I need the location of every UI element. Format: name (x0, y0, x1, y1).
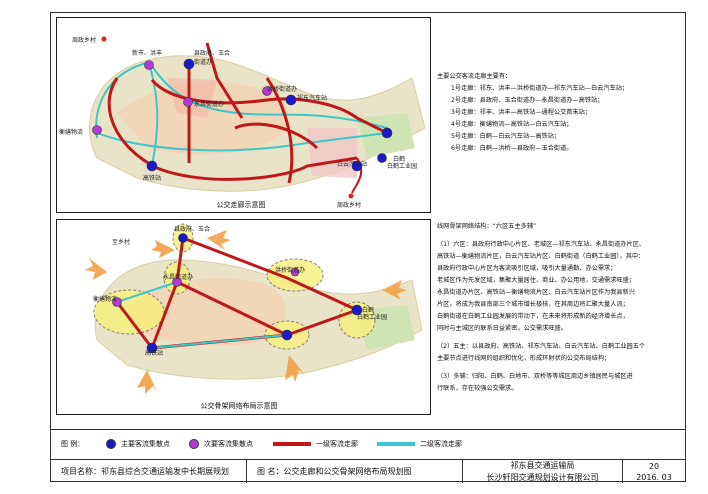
secondary-hub-dot (262, 86, 272, 96)
label-baihe: 白鹤 (393, 156, 406, 163)
legend: 图 例： 主要客流集散点 次要客流集散点 一级客流走廊 二级客流走廊 (51, 429, 685, 459)
primary-hub-legend-icon (106, 439, 116, 449)
network-para1-line: （1）六区：县政府行政中心片区、老城区—祁东汽车站、永昌街道办片区、 (437, 241, 646, 248)
secondary-corridor-legend-icon (377, 442, 415, 446)
network-para2-line: （2）五主：以县政府、高铁站、祁东汽车站、白云汽车站、白鹤工业园五个 (437, 343, 646, 350)
label-high-speed-rail: 高铁站 (145, 350, 164, 357)
label-yong-chang: 永昌街道办 (194, 101, 225, 108)
primary-hub-dot (285, 94, 297, 106)
network-para1-line: 老城区作为先发区域，集聚大量居住、商业、办公用地，交通需求旺盛； (437, 277, 635, 284)
secondary-hub-dot (144, 60, 154, 70)
village-marker (348, 193, 354, 199)
label-baihe: 白鹤 (362, 307, 375, 314)
label-new-city: 新市、洪丰 (132, 50, 163, 57)
corridor-item: 5号走廊：白鹤—白云汽车站—高铁站； (451, 133, 561, 140)
top-map-caption: 公交走廊示意图 (216, 201, 266, 209)
label-baihe-park: 白鹤工业园 (387, 163, 418, 170)
corridor-map-canvas (89, 36, 426, 199)
label-village-2: 周政乡村 (337, 202, 362, 209)
corridor-item: 3号走廊：祁丰、洪丰—高铁站—通程公交首末站； (451, 109, 592, 116)
network-para1-line: 永昌街道办片区、高铁站—衡缮物流片区、白云汽车站片区作为我县新兴 (437, 289, 635, 296)
label-county-gov: 县政府、玉合街道办 (194, 50, 231, 66)
label-baiyun-station: 白云汽车站 (337, 161, 368, 168)
label-county-gov: 县政府、玉合 (174, 226, 211, 233)
drawing-name: 图 名：公交走廊和公交骨架网络布局规划图 (247, 460, 463, 483)
legend-label: 一级客流走廊 (316, 440, 358, 448)
primary-hub-dot (281, 329, 293, 341)
legend-secondary-corridor: 二级客流走廊 (377, 439, 462, 449)
corridor-item: 4号走廊：衡缮物流—高铁站—白云汽车站； (451, 121, 573, 128)
network-para2-line: 主要节点进行线网的组织和优化，形成环射状的公交布局结构； (437, 355, 611, 362)
network-description: 线网骨架网络结构：“六区五主多辅” （1）六区：县政府行政中心片区、老城区—祁东… (437, 221, 682, 395)
label-village: 周政乡村 (72, 37, 97, 44)
legend-title: 图 例： (61, 440, 85, 448)
legend-primary-corridor: 一级客流走廊 (273, 439, 358, 449)
page-number: 20 (648, 461, 660, 471)
network-heading: 线网骨架网络结构：“六区五主多辅” (437, 223, 537, 230)
label-ludong-station: 祁东汽车站 (297, 95, 328, 102)
label-to-village: 至乡村 (112, 239, 131, 246)
network-para1-line: 县政府行政中心片区为客流吸引区域，吸引大量通勤、办公需求； (437, 265, 617, 272)
network-para1-line: 白鹤街道在白鹤工业园发展的带动下，在未来将形成新的经济增长点， (437, 313, 629, 320)
secondary-hub-dot (92, 125, 102, 135)
legend-label: 二级客流走廊 (420, 440, 462, 448)
network-para1-line: 同时与主城区的联系日益紧密，公交需求旺盛。 (437, 325, 567, 332)
primary-hub-dot (351, 160, 363, 172)
legend-secondary-hub: 次要客流集散点 (189, 439, 253, 449)
issue-date: 2016. 03 (636, 472, 672, 482)
bottom-map-caption: 公交骨架网络布局示意图 (200, 402, 278, 410)
primary-hub-dot (146, 342, 158, 354)
primary-hub-dot (183, 58, 195, 70)
secondary-hub-legend-icon (189, 439, 199, 449)
primary-hub-dot (146, 160, 158, 172)
label-hongqiao: 洪桥街道办 (275, 267, 306, 274)
corridor-item: 6号走廊：白鹤—洪桥—县政府—玉合街道。 (451, 145, 573, 152)
legend-primary-hub: 主要客流集散点 (106, 439, 170, 449)
label-yong-chang: 永昌街道办 (163, 274, 194, 281)
project-name: 项目名称：祁东县综合交通运输发中长期展规划 (51, 460, 247, 483)
label-logistics: 衡缮物流 (93, 296, 118, 303)
network-layout-map: 至乡村 县政府、玉合 永昌街道办 洪桥街道办 衡缮物流 高铁站 白鹤 白鹤工业园 (56, 219, 431, 415)
legend-label: 次要客流集散点 (204, 440, 253, 448)
label-baihe-park: 白鹤工业园 (357, 314, 388, 321)
primary-corridor-legend-icon (273, 442, 311, 446)
primary-hub-dot (377, 153, 387, 163)
organization: 祁东县交通运输局 长沙轩阳交通规划设计有限公司 (463, 460, 623, 483)
village-marker (101, 36, 107, 42)
secondary-hub-dot (290, 267, 300, 277)
network-para1-line: 高铁站—衡缮物流片区，白云汽车站片区、白鹤街道（白鹤工业园），其中： (437, 253, 645, 260)
primary-hub-dot (381, 127, 393, 139)
network-para1-line: 片区，将成为我县南部三个城市增长极核，在其周边将汇聚大量人流； (437, 301, 629, 308)
primary-hub-dot (178, 233, 188, 243)
corridor-item: 2号走廊：县政府、玉合街道办—永昌街道办—高铁站； (451, 97, 604, 104)
org-transport-bureau: 祁东县交通运输局 (510, 461, 575, 470)
network-map-canvas (85, 223, 423, 394)
network-para3-line: 行联系，存在较强公交需求。 (437, 385, 518, 392)
org-design-company: 长沙轩阳交通规划设计有限公司 (486, 473, 599, 482)
page-info: 20 2016. 03 (623, 460, 685, 483)
drawing-sheet: 周政乡村 新市、洪丰 县政府、玉合街道办 祁东汽车站 永昌街道办 洪桥街道办 衡… (50, 12, 686, 483)
corridor-item: 1号走廊：祁东、洪丰—洪桥街道办—祁东汽车站—白云汽车站； (451, 85, 629, 92)
secondary-hub-dot (172, 277, 182, 287)
label-high-speed-rail: 高铁站 (143, 175, 162, 182)
legend-label: 主要客流集散点 (121, 440, 170, 448)
corridor-heading: 主要公交客流走廊主要有： (437, 73, 512, 80)
corridor-list: 主要公交客流走廊主要有： 1号走廊：祁东、洪丰—洪桥街道办—祁东汽车站—白云汽车… (437, 71, 682, 155)
label-logistics: 衡缮物流 (59, 129, 84, 136)
network-para3-line: （3）多辅：归阳、白鹤、白地市、双桥等等城区周边乡镇居民与城区进 (437, 373, 633, 380)
secondary-hub-dot (112, 297, 122, 307)
secondary-hub-dot (183, 97, 193, 107)
primary-hub-dot (351, 304, 363, 316)
bus-corridor-map: 周政乡村 新市、洪丰 县政府、玉合街道办 祁东汽车站 永昌街道办 洪桥街道办 衡… (56, 17, 431, 213)
title-block: 项目名称：祁东县综合交通运输发中长期展规划 图 名：公交走廊和公交骨架网络布局规… (51, 459, 685, 483)
label-hongqiao: 洪桥街道办 (267, 86, 298, 93)
